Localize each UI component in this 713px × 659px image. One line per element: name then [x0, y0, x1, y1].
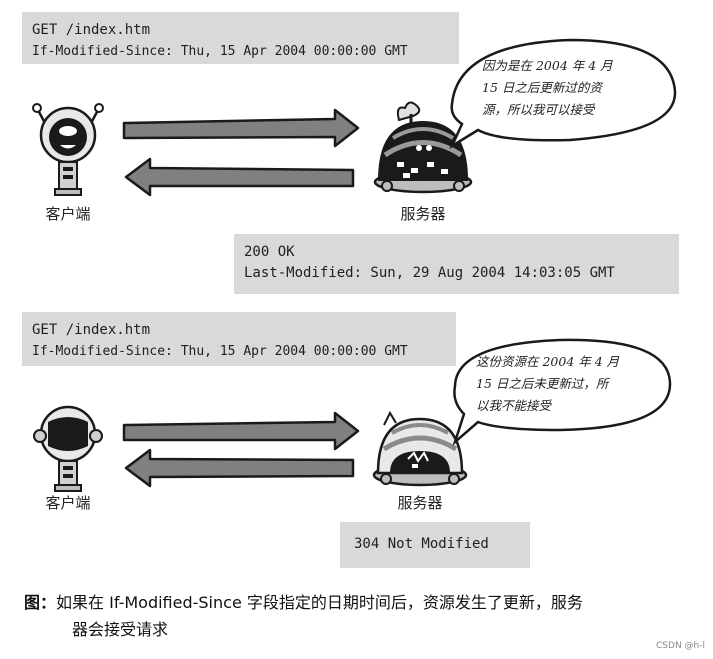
caption-lead: 图： [24, 593, 57, 612]
response-arrow-2 [124, 448, 355, 488]
server-label: 服务器 [397, 494, 442, 512]
server-thought-2: 这份资源在 2004 年 4 月 15 日之后未更新过，所 以我不能接受 [476, 351, 619, 417]
if-modified-since-header: If-Modified-Since: Thu, 15 Apr 2004 00:0… [32, 44, 408, 59]
server-turtle-icon [372, 410, 468, 487]
status-line: 200 OK [244, 244, 295, 260]
last-modified-header: Last-Modified: Sun, 29 Aug 2004 14:03:05… [244, 265, 615, 281]
speech-bubble-2 [452, 338, 672, 446]
figure-caption: 图：如果在 If-Modified-Since 字段指定的日期时间后，资源发生了… [24, 589, 694, 643]
caption-line-1: 如果在 If-Modified-Since 字段指定的日期时间后，资源发生了更新… [56, 593, 583, 612]
bubble-line: 因为是在 2004 年 4 月 [482, 58, 613, 73]
client-label: 客户端 [45, 205, 90, 223]
response-arrow-1 [124, 157, 355, 197]
response-header-box-1: 200 OK Last-Modified: Sun, 29 Aug 2004 1… [234, 234, 679, 294]
client-label: 客户端 [45, 494, 90, 512]
bubble-line: 15 日之后未更新过，所 [476, 376, 609, 391]
status-line: 304 Not Modified [354, 536, 489, 552]
server-label: 服务器 [400, 205, 445, 223]
request-line: GET /index.htm [32, 22, 151, 38]
bubble-line: 以我不能接受 [476, 398, 552, 413]
watermark: CSDN @h-l [656, 641, 705, 651]
server-turtle-icon [373, 101, 473, 194]
bubble-line: 15 日之后更新过的资 [482, 80, 602, 95]
if-modified-since-header: If-Modified-Since: Thu, 15 Apr 2004 00:0… [32, 344, 408, 359]
caption-line-2: 器会接受请求 [72, 620, 169, 639]
server-thought-1: 因为是在 2004 年 4 月 15 日之后更新过的资 源，所以我可以接受 [482, 55, 613, 121]
speech-bubble-1 [449, 38, 677, 150]
request-arrow-1 [122, 108, 360, 148]
request-header-box-1: GET /index.htm If-Modified-Since: Thu, 1… [22, 12, 459, 64]
robot-client-icon [33, 405, 103, 492]
request-header-box-2: GET /index.htm If-Modified-Since: Thu, 1… [22, 312, 456, 366]
bubble-line: 源，所以我可以接受 [482, 102, 595, 117]
request-line: GET /index.htm [32, 322, 151, 338]
bubble-line: 这份资源在 2004 年 4 月 [476, 354, 620, 369]
request-arrow-2 [122, 411, 360, 451]
robot-client-icon [32, 103, 104, 196]
response-header-box-2: 304 Not Modified [340, 522, 530, 568]
